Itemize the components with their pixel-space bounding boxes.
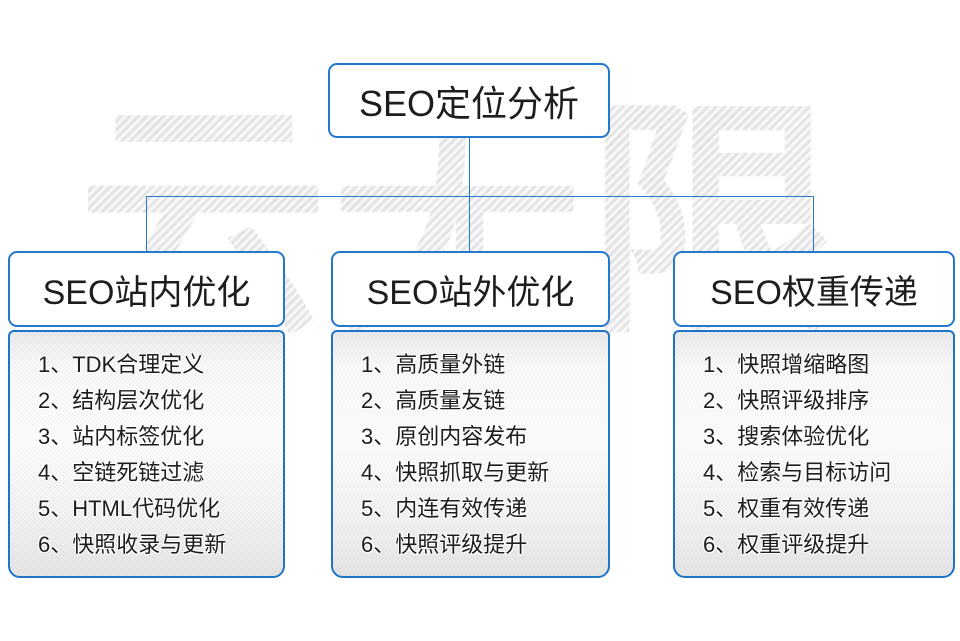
list-item: 4、检索与目标访问: [703, 460, 892, 485]
connector-drop-right: [813, 196, 814, 252]
root-node-label: SEO定位分析: [358, 82, 580, 124]
branch-title: SEO权重传递: [710, 273, 918, 312]
connector-horizontal-bus: [146, 196, 814, 197]
list-item: 1、高质量外链: [361, 352, 506, 377]
connector-drop-left: [146, 196, 147, 252]
list-item: 1、TDK合理定义: [38, 352, 205, 377]
list-item: 1、快照增缩略图: [703, 352, 870, 377]
list-item: 6、快照收录与更新: [38, 532, 227, 557]
list-item: 6、快照评级提升: [361, 532, 528, 557]
list-item: 2、高质量友链: [361, 388, 506, 413]
list-item: 6、权重评级提升: [703, 532, 870, 557]
list-item: 2、结构层次优化: [38, 388, 205, 413]
branch-header-onsite: SEO站内优化: [8, 251, 285, 327]
connector-drop-center: [469, 196, 470, 252]
list-item: 5、内连有效传递: [361, 496, 528, 521]
branch-title: SEO站内优化: [42, 273, 251, 312]
branch-title: SEO站外优化: [366, 273, 575, 312]
branch-list: 1、TDK合理定义 2、结构层次优化 3、站内标签优化 4、空链死链过滤 5、H…: [10, 332, 283, 563]
list-item: 3、搜索体验优化: [703, 424, 870, 449]
list-item: 4、快照抓取与更新: [361, 460, 550, 485]
branch-list: 1、快照增缩略图 2、快照评级排序 3、搜索体验优化 4、检索与目标访问 5、权…: [675, 332, 953, 563]
list-item: 2、快照评级排序: [703, 388, 870, 413]
list-item: 4、空链死链过滤: [38, 460, 205, 485]
branch-panel-onsite: 1、TDK合理定义 2、结构层次优化 3、站内标签优化 4、空链死链过滤 5、H…: [8, 330, 285, 578]
root-node-seo-positioning: SEO定位分析: [328, 63, 610, 138]
list-item: 3、原创内容发布: [361, 424, 528, 449]
branch-panel-weight: 1、快照增缩略图 2、快照评级排序 3、搜索体验优化 4、检索与目标访问 5、权…: [673, 330, 955, 578]
list-item: 5、权重有效传递: [703, 496, 870, 521]
list-item: 3、站内标签优化: [38, 424, 205, 449]
branch-panel-offsite: 1、高质量外链 2、高质量友链 3、原创内容发布 4、快照抓取与更新 5、内连有…: [331, 330, 610, 578]
branch-header-weight: SEO权重传递: [673, 251, 955, 327]
list-item: 5、HTML代码优化: [38, 496, 221, 521]
branch-header-offsite: SEO站外优化: [331, 251, 610, 327]
connector-root-stem: [469, 138, 470, 197]
branch-list: 1、高质量外链 2、高质量友链 3、原创内容发布 4、快照抓取与更新 5、内连有…: [333, 332, 608, 563]
